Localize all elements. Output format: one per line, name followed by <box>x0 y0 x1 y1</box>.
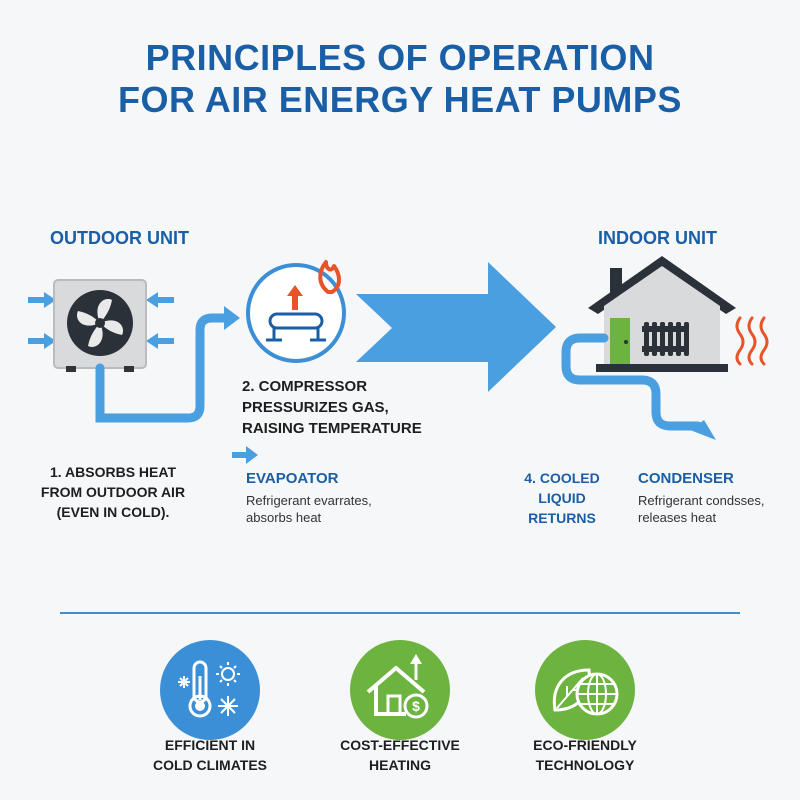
feature-cost-line-1: COST-EFFECTIVE <box>340 737 460 753</box>
evaporator-description: Refrigerant evarrates, absorbs heat <box>246 492 372 526</box>
feature-cost-line-2: HEATING <box>369 757 431 773</box>
step-1-line-3: (EVEN IN COLD). <box>56 504 170 520</box>
refrigerant-pipe-indoor <box>561 333 703 431</box>
step-2-text: 2. COMPRESSOR PRESSURIZES GAS, RAISING T… <box>242 376 422 439</box>
page-title-line-2: FOR AIR ENERGY HEAT PUMPS <box>118 79 682 120</box>
step-1-line-2: FROM OUTDOOR AIR <box>40 484 186 500</box>
feature-efficient-line-2: COLD CLIMATES <box>152 757 268 773</box>
svg-text:$: $ <box>412 698 420 714</box>
heat-transfer-arrow <box>356 262 556 392</box>
outdoor-unit-icon <box>53 279 147 372</box>
step-4-line-3: RETURNS <box>528 510 596 526</box>
thermometer-snowflake-sun-icon <box>178 660 240 718</box>
step-1-line-1: 1. ABSORBS HEAT <box>49 464 176 480</box>
step-1-text: 1. ABSORBS HEAT FROM OUTDOOR AIR (EVEN I… <box>28 462 198 522</box>
evaporator-desc-line-1: Refrigerant evarrates, <box>246 493 372 508</box>
condenser-description: Refrigerant condsses, releases heat <box>638 492 764 526</box>
indoor-unit-label: INDOOR UNIT <box>598 228 717 248</box>
feature-eco-line-1: ECO-FRIENDLY <box>533 737 637 753</box>
heat-waves-icon <box>735 316 769 366</box>
step-2-line-2: PRESSURIZES GAS, <box>242 399 389 416</box>
feature-cost-circle: $ <box>350 640 450 740</box>
feature-eco-circle <box>535 640 635 740</box>
compressor-icon <box>246 263 346 363</box>
step-2-line-1: 2. COMPRESSOR <box>242 378 368 395</box>
feature-eco-line-2: TECHNOLOGY <box>535 757 635 773</box>
feature-efficient-label: EFFICIENT IN COLD CLIMATES <box>110 735 310 775</box>
step-4-line-2: LIQUID <box>538 490 586 506</box>
feature-efficient-circle <box>160 640 260 740</box>
feature-eco-label: ECO-FRIENDLY TECHNOLOGY <box>485 735 685 775</box>
feature-efficient-line-1: EFFICIENT IN <box>164 737 256 753</box>
evaporator-desc-line-2: absorbs heat <box>246 510 322 525</box>
evaporator-label: EVAPOATOR <box>246 470 339 487</box>
evaporator-arrow-icon <box>232 446 258 464</box>
step-4-line-1: 4. COOLED <box>524 470 600 486</box>
page-title-line-1: PRINCIPLES OF OPERATION <box>145 37 655 78</box>
step-4-text: 4. COOLED LIQUID RETURNS <box>508 468 616 528</box>
house-dollar-icon: $ <box>366 654 429 719</box>
pipe-arrowhead-to-condenser <box>690 420 716 440</box>
airflow-arrow-left-bottom <box>28 333 56 349</box>
feature-cost-label: COST-EFFECTIVE HEATING <box>300 735 500 775</box>
pipe-arrowhead-to-compressor <box>224 306 240 330</box>
airflow-arrow-left-top <box>28 292 56 308</box>
refrigerant-pipe-outdoor <box>95 313 231 423</box>
flame-icon <box>318 260 341 294</box>
airflow-arrows-icon <box>28 292 174 349</box>
section-divider <box>60 612 740 614</box>
condenser-desc-line-1: Refrigerant condsses, <box>638 493 765 508</box>
condenser-label: CONDENSER <box>638 470 734 487</box>
condenser-desc-line-2: releases heat <box>638 510 717 525</box>
outdoor-unit-label: OUTDOOR UNIT <box>50 228 189 248</box>
airflow-arrow-right-bottom <box>146 333 174 349</box>
airflow-arrow-right-top <box>146 292 174 308</box>
step-2-line-3: RAISING TEMPERATURE <box>242 420 422 437</box>
leaf-globe-icon <box>552 668 619 716</box>
house-icon <box>588 256 736 372</box>
